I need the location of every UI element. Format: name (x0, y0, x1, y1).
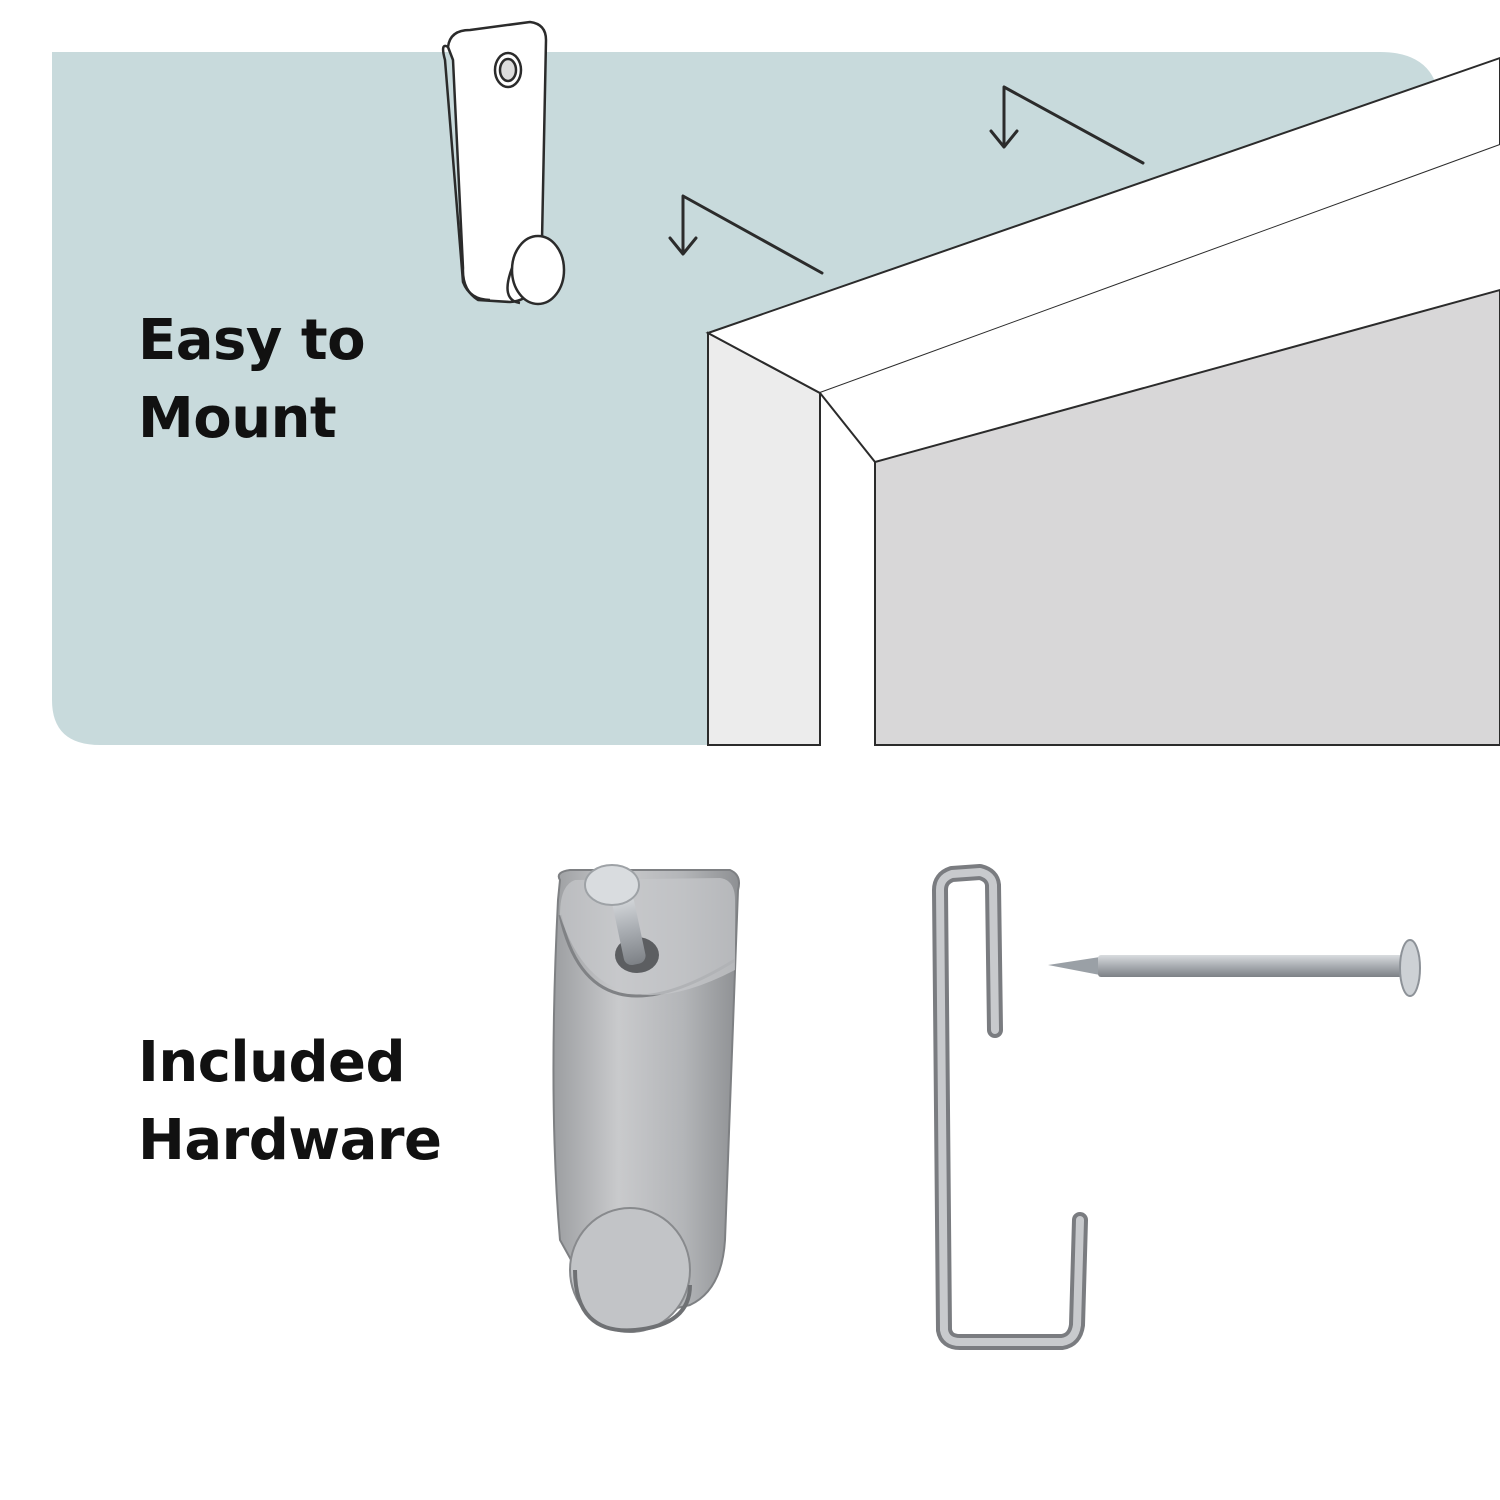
included-hardware-line-1: Included (138, 1030, 406, 1095)
easy-to-mount-line-1: Easy to (138, 308, 366, 373)
sawtooth-hook-hardware-icon (552, 864, 740, 1333)
included-hardware-line-2: Hardware (138, 1108, 442, 1173)
bracket-hook-hardware-icon (932, 864, 1088, 1350)
picture-frame-icon (705, 56, 1500, 746)
nail-hardware-icon (1048, 939, 1421, 997)
easy-to-mount-line-2: Mount (138, 386, 337, 451)
included-hardware-heading: Included Hardware (138, 1024, 442, 1180)
easy-to-mount-heading: Easy to Mount (138, 302, 366, 458)
mounting-direction-arrow-icon (668, 85, 1145, 275)
picture-hook-icon (441, 20, 566, 306)
